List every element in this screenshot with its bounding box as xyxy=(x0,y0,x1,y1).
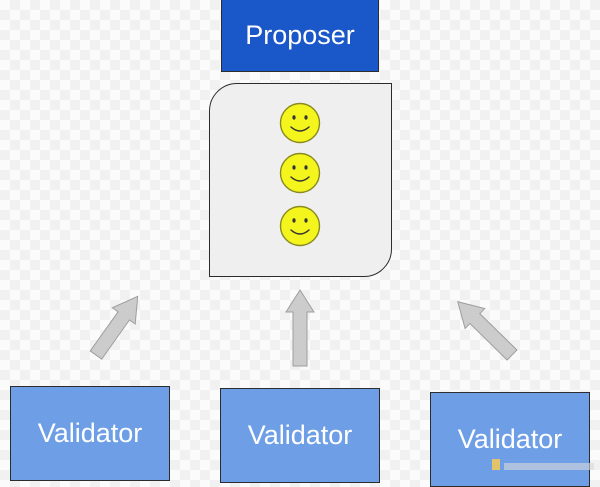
validator-label: Validator xyxy=(457,424,563,454)
proposer-box: Proposer xyxy=(221,0,379,72)
validator-box: Validator xyxy=(430,392,590,487)
arrows-layer xyxy=(89,289,518,367)
validator-label: Validator xyxy=(37,418,143,448)
watermark-logo xyxy=(492,459,594,470)
smiley-face-icon xyxy=(279,205,321,247)
smiley-face-icon xyxy=(279,152,321,194)
arrow-left xyxy=(89,295,139,360)
validator-box: Validator xyxy=(10,386,170,481)
proposer-label: Proposer xyxy=(245,20,355,50)
validator-label: Validator xyxy=(247,420,353,450)
arrow-right xyxy=(457,301,518,361)
validator-box: Validator xyxy=(220,388,380,483)
arrow-middle xyxy=(285,289,315,367)
smiley-face-icon xyxy=(279,102,321,144)
